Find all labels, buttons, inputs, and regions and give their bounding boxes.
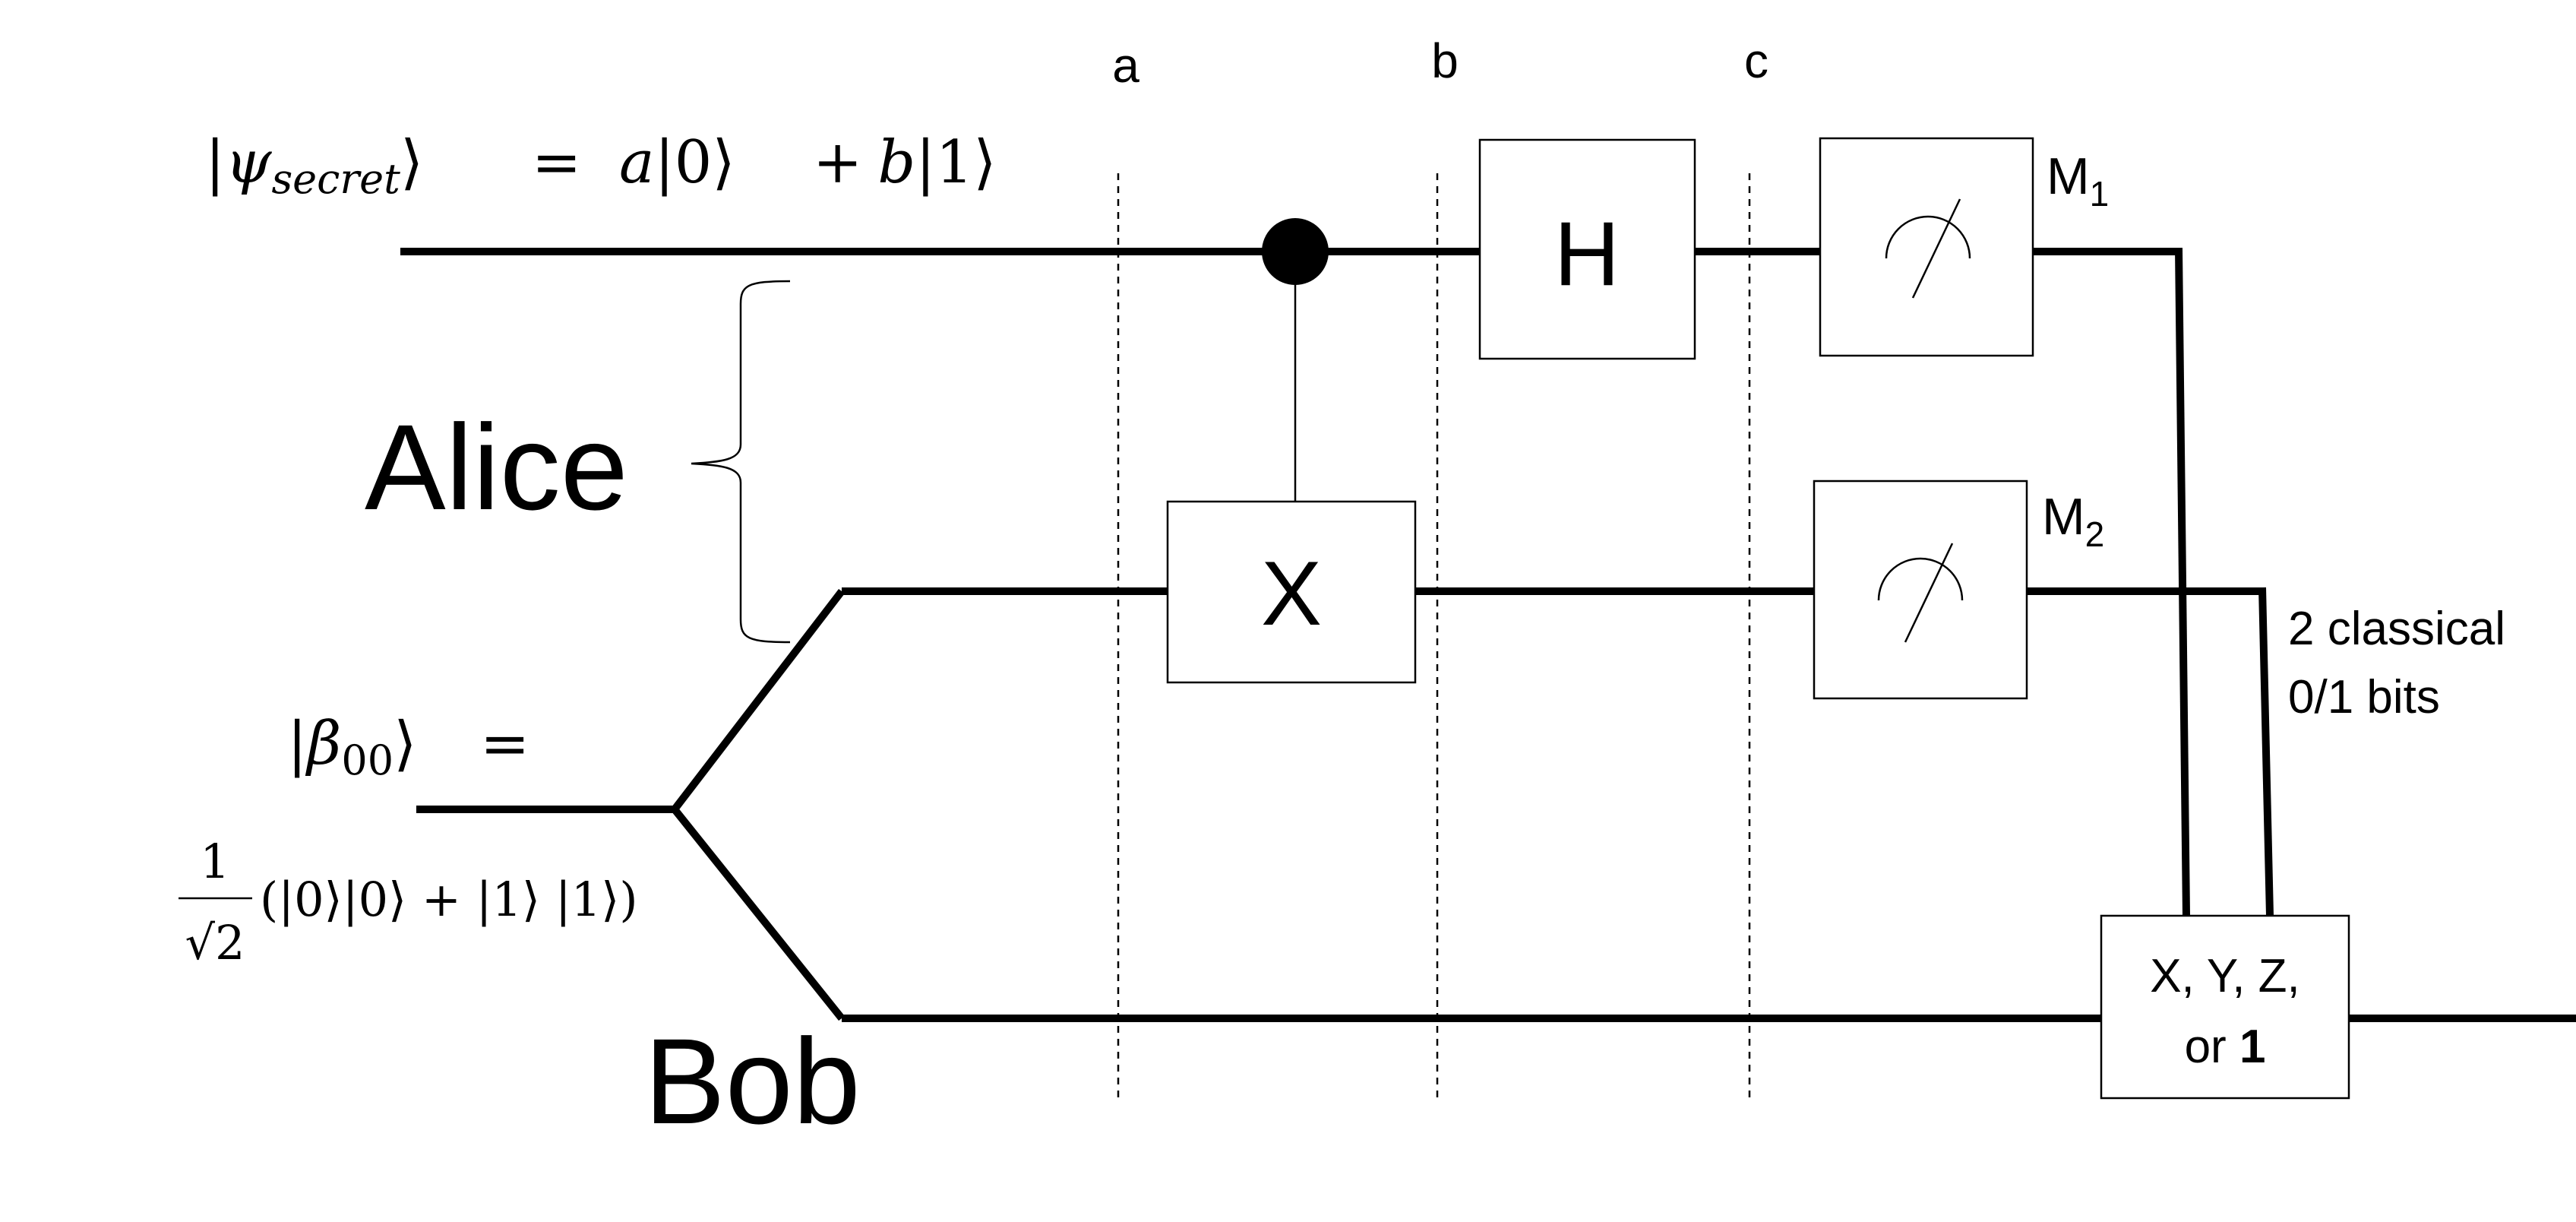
- input-state-label: |ψsecret⟩: [205, 128, 423, 203]
- meter-needle-m1: [1911, 198, 1961, 299]
- bell-fraction-numerator: 1: [200, 834, 229, 889]
- alice-brace: [691, 280, 791, 644]
- bell-state-label: |β00⟩: [287, 710, 417, 784]
- split-to-bob: [672, 806, 845, 1021]
- input-state-term-b: +b|1⟩: [813, 128, 997, 197]
- measurement-gate-m2: [1813, 480, 2028, 700]
- bell-state-expression: (|0⟩|0⟩ + |1⟩ |1⟩): [260, 872, 638, 927]
- measurement-label-m1: M1: [2047, 147, 2109, 214]
- measurement-gate-m1: [1819, 137, 2034, 357]
- classical-wire-m2: [2258, 587, 2274, 916]
- correction-label-line1: X, Y, Z,: [2150, 950, 2300, 1002]
- alice-label: Alice: [365, 399, 628, 535]
- hadamard-gate: [1478, 138, 1696, 360]
- classical-bits-note-line2: 0/1 bits: [2288, 671, 2440, 723]
- cnot-target-gate: [1166, 500, 1417, 684]
- stage-label-c: c: [1744, 33, 1768, 88]
- bell-state-equals: =: [480, 710, 529, 778]
- correction-label-line2: or 1: [2185, 1021, 2266, 1073]
- meter-needle-m2: [1904, 543, 1954, 643]
- classical-bits-note-line1: 2 classical: [2288, 603, 2505, 655]
- stage-label-b: b: [1431, 33, 1459, 88]
- correction-gate: [2100, 914, 2350, 1100]
- bell-fraction-denominator: √2: [185, 915, 245, 970]
- meter-arc-m1: [1885, 215, 1971, 259]
- hadamard-label: H: [1554, 203, 1620, 305]
- classical-wire-m1: [2175, 247, 2190, 916]
- bob-label: Bob: [644, 1013, 861, 1149]
- input-state-term-a: a|0⟩: [619, 128, 735, 197]
- input-state-equals: =: [532, 128, 581, 197]
- cnot-target-label: X: [1261, 543, 1322, 644]
- measurement-label-m2: M2: [2042, 488, 2104, 554]
- cnot-control-dot: [1262, 218, 1329, 285]
- stage-label-a: a: [1112, 38, 1139, 93]
- split-to-alice: [672, 588, 845, 812]
- meter-arc-m2: [1877, 557, 1964, 601]
